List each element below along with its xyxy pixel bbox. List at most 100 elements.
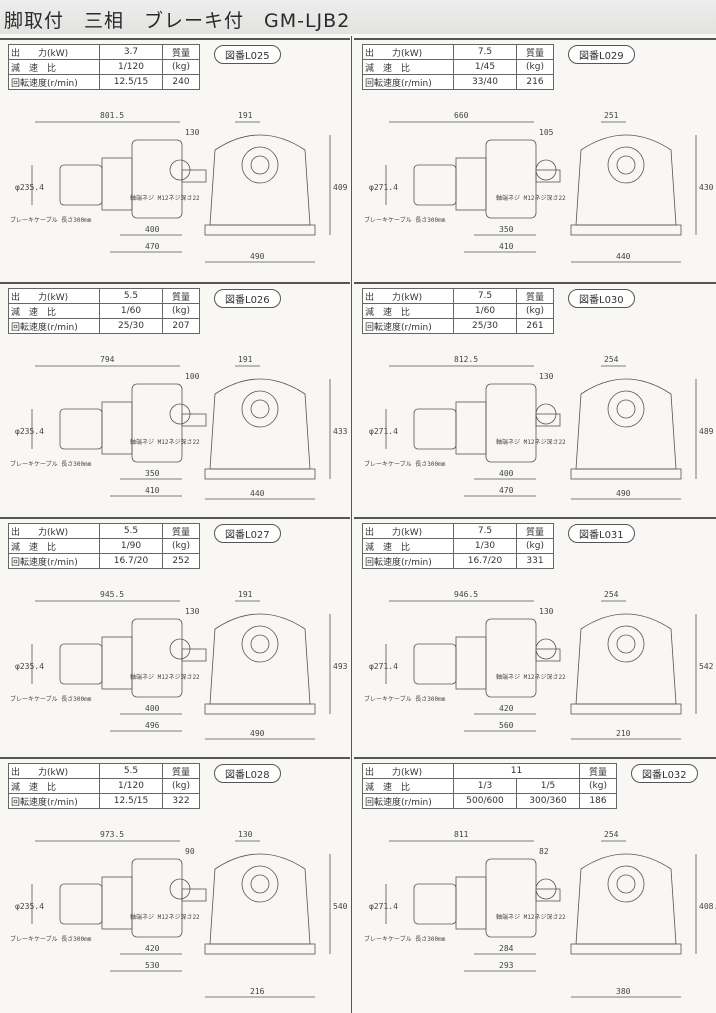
power-label: 出 力(kW) xyxy=(8,523,100,539)
dimension-drawing: 801.5 130 φ235.4 400 470 191 409 490 ブレー… xyxy=(10,111,348,263)
ratio-value: 1/120 xyxy=(99,59,163,75)
dim-overall-length: 801.5 xyxy=(100,111,124,120)
end-view-housing xyxy=(209,613,311,705)
mass-value: 331 xyxy=(516,553,554,569)
drawing-number-badge: 図番L030 xyxy=(568,289,635,308)
ratio-value: 1/60 xyxy=(99,303,163,319)
motor-body xyxy=(59,883,103,925)
output-shaft xyxy=(181,888,207,902)
brake-unit xyxy=(455,401,487,455)
dim-shaft: 82 xyxy=(539,847,549,856)
dim-overall-length: 945.5 xyxy=(100,590,124,599)
ratio-value: 1/3 xyxy=(453,778,517,794)
dim-shaft: 130 xyxy=(539,607,554,616)
mass-unit: (kg) xyxy=(162,778,200,794)
power-label: 出 力(kW) xyxy=(362,288,454,304)
drawing-number-badge: 図番L029 xyxy=(568,45,635,64)
dim-motor-diameter: φ271.4 xyxy=(369,662,398,671)
ratio-label: 減 速 比 xyxy=(8,538,100,554)
dim-end-width: 254 xyxy=(604,355,619,364)
speed-value: 300/360 xyxy=(516,793,580,809)
dimension-drawing: 794 100 φ235.4 350 410 191 433 440 ブレーキケ… xyxy=(10,355,348,500)
ratio-value: 1/5 xyxy=(516,778,580,794)
dimension-drawing: 945.5 130 φ235.4 400 496 191 493 490 ブレー… xyxy=(10,590,348,740)
cable-note: ブレーキケーブル 長さ300mm xyxy=(364,935,446,943)
cable-note: ブレーキケーブル 長さ300mm xyxy=(364,216,446,224)
motor-body xyxy=(413,408,457,450)
gearbox xyxy=(485,383,537,463)
motor-body xyxy=(59,408,103,450)
page-title: 脚取付 三相 ブレーキ付 GM-LJB2 xyxy=(4,10,351,32)
dim-base-width: 490 xyxy=(250,729,265,738)
brake-unit xyxy=(455,876,487,930)
dim-end-height: 408.8 xyxy=(699,902,716,911)
dim-base-width: 440 xyxy=(616,252,631,261)
dim-foot-pitch: 400 xyxy=(499,469,514,478)
shaft-note: 軸端ネジ M12ネジ深さ22 xyxy=(496,673,566,681)
motor-body xyxy=(59,164,103,206)
mass-label: 質量 xyxy=(516,523,554,539)
dim-overall-length: 946.5 xyxy=(454,590,478,599)
gearbox xyxy=(131,858,183,938)
speed-label: 回転速度(r/min) xyxy=(362,318,454,334)
dim-end-height: 409 xyxy=(333,183,348,192)
dim-motor-diameter: φ271.4 xyxy=(369,427,398,436)
mass-value: 216 xyxy=(516,74,554,90)
power-value: 3.7 xyxy=(99,44,163,60)
mass-unit: (kg) xyxy=(516,59,554,75)
dim-base-width: 490 xyxy=(616,489,631,498)
end-view-housing xyxy=(575,134,677,226)
mass-label: 質量 xyxy=(162,288,200,304)
dim-end-height: 489 xyxy=(699,427,714,436)
motor-body xyxy=(413,883,457,925)
dim-foot-pitch: 400 xyxy=(145,225,160,234)
shaft-note: 軸端ネジ M12ネジ深さ22 xyxy=(130,913,200,921)
shaft-note: 軸端ネジ M12ネジ深さ22 xyxy=(496,194,566,202)
ratio-label: 減 速 比 xyxy=(362,59,454,75)
speed-value: 25/30 xyxy=(99,318,163,334)
dim-motor-diameter: φ271.4 xyxy=(369,183,398,192)
dim-shaft: 130 xyxy=(539,372,554,381)
shaft-note: 軸端ネジ M12ネジ深さ22 xyxy=(496,913,566,921)
dim-foot-pitch: 420 xyxy=(145,944,160,953)
dim-foot-length: 410 xyxy=(145,486,160,495)
dim-end-height: 430 xyxy=(699,183,714,192)
cable-note: ブレーキケーブル 長さ300mm xyxy=(10,216,92,224)
ratio-value: 1/60 xyxy=(453,303,517,319)
cable-note: ブレーキケーブル 長さ300mm xyxy=(10,695,92,703)
speed-value: 12.5/15 xyxy=(99,793,163,809)
ratio-value: 1/120 xyxy=(99,778,163,794)
output-shaft xyxy=(535,888,561,902)
motor-spec-panel: 973.5 90 φ235.4 420 530 130 540 216 ブレーキ… xyxy=(0,757,350,1013)
dim-foot-pitch: 284 xyxy=(499,944,514,953)
output-shaft xyxy=(535,648,561,662)
end-view-housing xyxy=(575,378,677,470)
motor-spec-panel: 660 105 φ271.4 350 410 251 430 440 ブレーキケ… xyxy=(354,38,716,280)
end-view-housing xyxy=(209,853,311,945)
dimension-drawing: 812.5 130 φ271.4 400 470 254 489 490 ブレー… xyxy=(364,355,714,500)
motor-spec-panel: 812.5 130 φ271.4 400 470 254 489 490 ブレー… xyxy=(354,282,716,517)
end-view-housing xyxy=(209,134,311,226)
shaft-note: 軸端ネジ M12ネジ深さ22 xyxy=(130,673,200,681)
mass-label: 質量 xyxy=(162,44,200,60)
dim-foot-length: 293 xyxy=(499,961,514,970)
power-value: 11 xyxy=(453,763,580,779)
ratio-label: 減 速 比 xyxy=(362,303,454,319)
drawing-number-badge: 図番L028 xyxy=(214,764,281,783)
dim-motor-diameter: φ271.4 xyxy=(369,902,398,911)
dimension-drawing: 946.5 130 φ271.4 420 560 254 542 210 ブレー… xyxy=(364,590,714,740)
power-label: 出 力(kW) xyxy=(362,763,454,779)
dim-base-width: 490 xyxy=(250,252,265,261)
motor-spec-panel: 946.5 130 φ271.4 420 560 254 542 210 ブレー… xyxy=(354,517,716,757)
dim-overall-length: 660 xyxy=(454,111,469,120)
ratio-label: 減 速 比 xyxy=(362,538,454,554)
speed-label: 回転速度(r/min) xyxy=(362,74,454,90)
mass-label: 質量 xyxy=(162,523,200,539)
dim-end-width: 191 xyxy=(238,111,253,120)
mass-unit: (kg) xyxy=(516,303,554,319)
dim-end-width: 191 xyxy=(238,355,253,364)
title-bar xyxy=(0,0,716,34)
dim-shaft: 130 xyxy=(185,607,200,616)
